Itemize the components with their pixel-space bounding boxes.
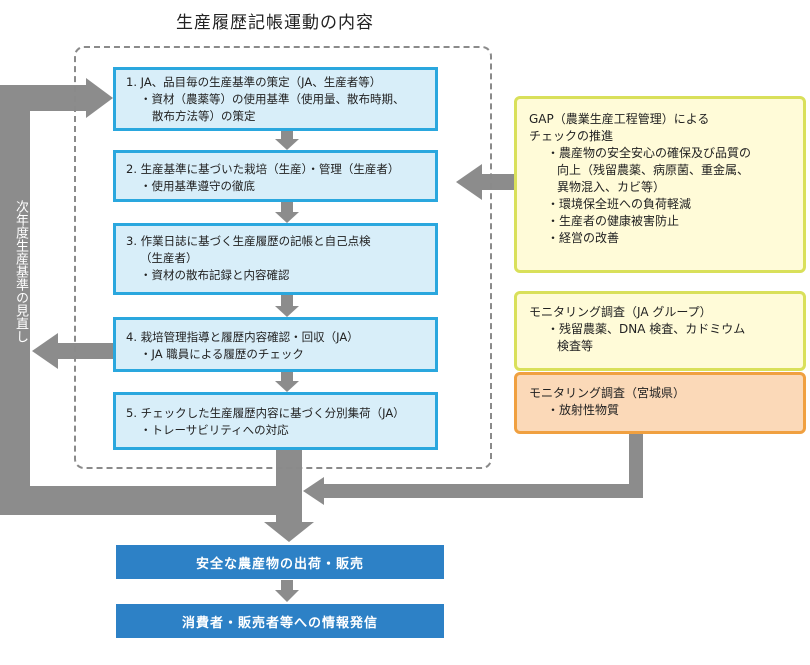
trunk-arrow-head-icon	[264, 522, 314, 542]
monitoring-ja-heading: モニタリング調査（JA グループ）	[529, 305, 712, 319]
gap-arrow-head-icon	[456, 164, 482, 200]
step-1-box: 1. JA、品目毎の生産基準の策定（JA、生産者等） ・資材（農薬等）の使用基準…	[113, 67, 438, 131]
step-2-title: 2. 生産基準に基づいた栽培（生産）・管理（生産者）	[126, 162, 400, 176]
step-3-detail: ・資材の散布記録と内容確認	[140, 268, 290, 282]
gap-item-2: ・環境保全班への負荷軽減	[547, 197, 692, 211]
monitoring-ja-item-1-cont: 検査等	[557, 339, 594, 353]
gap-item-1: ・農産物の安全安心の確保及び品質の	[547, 146, 752, 160]
step-4-box: 4. 栽培管理指導と履歴内容確認・回収（JA） ・JA 職員による履歴のチェック	[113, 317, 438, 372]
arrow-step4-to-5-icon	[275, 381, 299, 392]
feedback-loop-bottom-bar	[0, 486, 302, 515]
output-information-box: 消費者・販売者等への情報発信	[116, 604, 444, 638]
miyagi-connector-left	[322, 484, 643, 498]
gap-item-1-cont1: 向上（残留農薬、病原菌、重金属、	[557, 163, 750, 177]
monitoring-miyagi-panel: モニタリング調査（宮城県） ・放射性物質	[514, 372, 806, 434]
next-year-review-label: 次年度生産基準の見直し	[13, 200, 28, 343]
diagram-title: 生産履歴記帳運動の内容	[176, 13, 374, 33]
arrow-step1-to-2-icon	[275, 139, 299, 150]
step-2-detail: ・使用基準遵守の徹底	[140, 179, 255, 193]
monitoring-miyagi-item-1: ・放射性物質	[547, 403, 620, 417]
arrow-step2-to-3-icon	[275, 212, 299, 223]
step4-left-arrow-shaft	[56, 343, 116, 359]
arrow-output1-to-2-icon	[275, 590, 299, 602]
feedback-loop-left-bar	[0, 85, 30, 515]
step-5-box: 5. チェックした生産履歴内容に基づく分別集荷（JA） ・トレーサビリティへの対…	[113, 392, 438, 450]
step-3-box: 3. 作業日誌に基づく生産履歴の記帳と自己点検 （生産者） ・資材の散布記録と内…	[113, 223, 438, 295]
trunk-to-output	[276, 450, 302, 524]
miyagi-connector-arrow-icon	[303, 477, 324, 505]
monitoring-ja-panel: モニタリング調査（JA グループ） ・残留農薬、DNA 検査、カドミウム 検査等	[514, 291, 806, 371]
gap-heading-line2: チェックの推進	[529, 129, 614, 143]
step-4-title: 4. 栽培管理指導と履歴内容確認・回収（JA）	[126, 330, 359, 344]
step4-left-arrow-head-icon	[32, 333, 58, 369]
gap-item-3: ・生産者の健康被害防止	[547, 214, 680, 228]
monitoring-miyagi-heading: モニタリング調査（宮城県）	[529, 386, 686, 400]
process-group-frame	[74, 46, 492, 469]
gap-panel: GAP（農業生産工程管理）による チェックの推進 ・農産物の安全安心の確保及び品…	[514, 96, 806, 273]
feedback-loop-top-bar	[0, 85, 88, 111]
feedback-arrow-to-step1-icon	[86, 78, 113, 118]
monitoring-ja-item-1: ・残留農薬、DNA 検査、カドミウム	[547, 322, 746, 336]
step-4-detail: ・JA 職員による履歴のチェック	[140, 347, 304, 361]
gap-item-4: ・経営の改善	[547, 231, 620, 245]
output-safe-shipping-box: 安全な農産物の出荷・販売	[116, 545, 444, 579]
step-1-detail: ・資材（農薬等）の使用基準（使用量、散布時期、	[140, 92, 405, 106]
step-2-box: 2. 生産基準に基づいた栽培（生産）・管理（生産者） ・使用基準遵守の徹底	[113, 150, 438, 202]
step-1-title: 1. JA、品目毎の生産基準の策定（JA、生産者等）	[126, 75, 382, 89]
arrow-step3-to-4-icon	[275, 306, 299, 317]
miyagi-connector-down	[629, 434, 643, 498]
step-3-title: 3. 作業日誌に基づく生産履歴の記帳と自己点検	[126, 234, 371, 248]
step-3-subtitle: （生産者）	[140, 251, 198, 265]
gap-arrow-shaft	[480, 174, 516, 190]
step-5-title: 5. チェックした生産履歴内容に基づく分別集荷（JA）	[126, 406, 405, 420]
gap-item-1-cont2: 異物混入、カビ等）	[557, 180, 666, 194]
step-1-detail-cont: 散布方法等）の策定	[152, 109, 256, 123]
step-5-detail: ・トレーサビリティへの対応	[140, 423, 289, 437]
gap-heading-line1: GAP（農業生産工程管理）による	[529, 112, 710, 126]
